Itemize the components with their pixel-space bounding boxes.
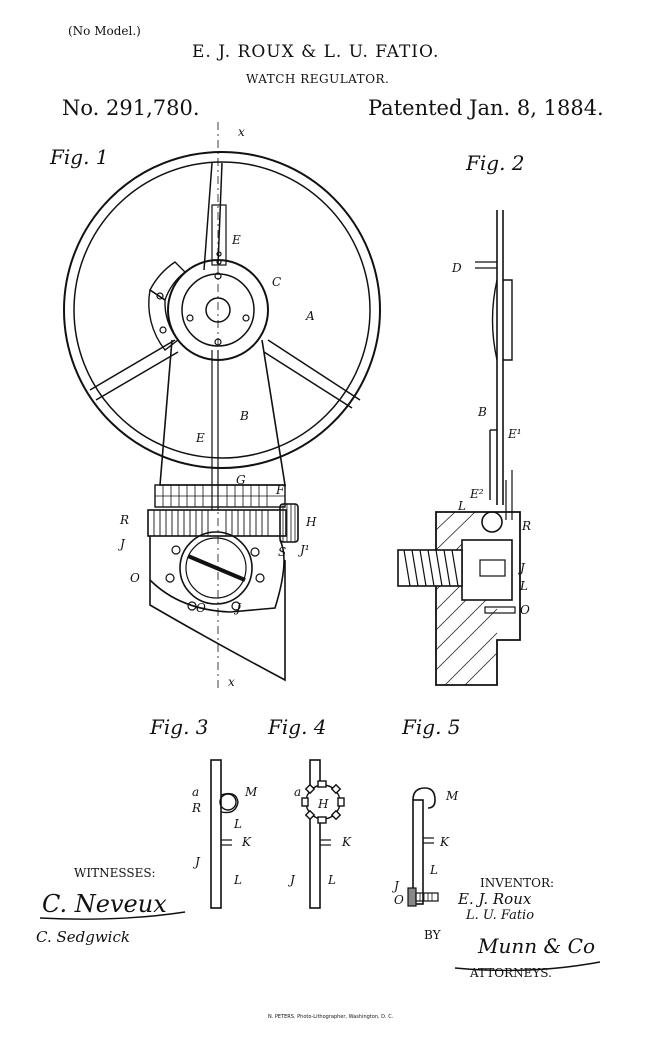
label-K-fig5: K	[439, 835, 450, 849]
label-H: H	[305, 515, 317, 529]
no-model-note: (No Model.)	[68, 24, 141, 38]
label-J: J	[117, 537, 126, 551]
label-L2-fig2: L	[519, 579, 528, 593]
label-O-bottom: O	[196, 601, 206, 615]
label-J-fig5: J	[391, 879, 400, 893]
label-F: F	[275, 483, 285, 497]
label-J1: J¹	[297, 543, 310, 557]
label-C: C	[272, 275, 281, 289]
label-J-fig2: J	[517, 561, 526, 575]
witness-signature-1: C. Neveux	[42, 890, 167, 918]
label-J-fig4: J	[287, 873, 296, 887]
label-O-fig2: O	[520, 603, 530, 617]
witnesses-label: WITNESSES:	[74, 866, 156, 880]
label-E2: E²	[469, 487, 484, 501]
label-R-fig3: R	[191, 801, 201, 815]
label-H-fig4: H	[317, 797, 329, 811]
label-a-fig3: a	[192, 785, 199, 799]
label-a-fig4: a	[294, 785, 301, 799]
label-O-left: O	[130, 571, 140, 585]
label-L-fig3-top: L	[233, 817, 242, 831]
label-M-fig3: M	[244, 785, 258, 799]
fig1-label: Fig. 1	[49, 145, 109, 169]
label-E1: E¹	[507, 427, 522, 441]
patent-title: WATCH REGULATOR.	[246, 72, 390, 86]
label-K-fig4: K	[341, 835, 352, 849]
inventor-signature-2: L. U. Fatio	[466, 908, 535, 923]
label-x-top: x	[238, 125, 245, 139]
printer-credit: N. PETERS. Photo-Lithographer, Washingto…	[268, 1014, 394, 1020]
figure-3-drawing	[210, 759, 239, 909]
label-J-bottom: J	[233, 601, 242, 615]
label-J-fig3: J	[192, 855, 201, 869]
witness-signature-2: C. Sedgwick	[36, 928, 130, 946]
label-M-fig5: M	[445, 789, 459, 803]
label-E-mid: E	[195, 431, 205, 445]
label-R-fig2: R	[521, 519, 531, 533]
label-B-fig2: B	[477, 405, 487, 419]
fig4-label: Fig. 4	[267, 715, 327, 739]
label-x-bottom: x	[228, 675, 235, 689]
fig3-label: Fig. 3	[149, 715, 209, 739]
by-label: BY	[424, 928, 441, 942]
label-D: D	[451, 261, 462, 275]
figure-2-drawing	[397, 210, 521, 686]
inventor-signature-1: E. J. Roux	[458, 890, 532, 908]
label-L-fig4: L	[327, 873, 336, 887]
fig5-label: Fig. 5	[401, 715, 461, 739]
patent-number: No. 291,780.	[62, 96, 200, 120]
fig2-label: Fig. 2	[465, 151, 525, 175]
label-R: R	[119, 513, 129, 527]
label-L-fig5: L	[429, 863, 438, 877]
label-O-fig5: O	[394, 893, 404, 907]
label-G: G	[236, 473, 246, 487]
label-B: B	[239, 409, 249, 423]
figure-1-drawing	[63, 122, 381, 688]
patent-date: Patented Jan. 8, 1884.	[368, 96, 604, 120]
label-E-top: E	[231, 233, 241, 247]
signature-flourish	[39, 911, 186, 920]
label-S: S	[278, 545, 286, 559]
figure-4-drawing	[301, 759, 345, 909]
label-L-fig3: L	[233, 873, 242, 887]
attorney-signature: Munn & Co	[478, 934, 595, 958]
inventors-heading: E. J. ROUX & L. U. FATIO.	[192, 42, 440, 62]
attorneys-label: ATTORNEYS.	[470, 966, 552, 980]
figure-5-drawing	[407, 787, 439, 907]
label-A: A	[305, 309, 315, 323]
label-K-fig3: K	[241, 835, 252, 849]
inventor-label: INVENTOR:	[480, 876, 555, 890]
label-L-fig2: L	[457, 499, 466, 513]
